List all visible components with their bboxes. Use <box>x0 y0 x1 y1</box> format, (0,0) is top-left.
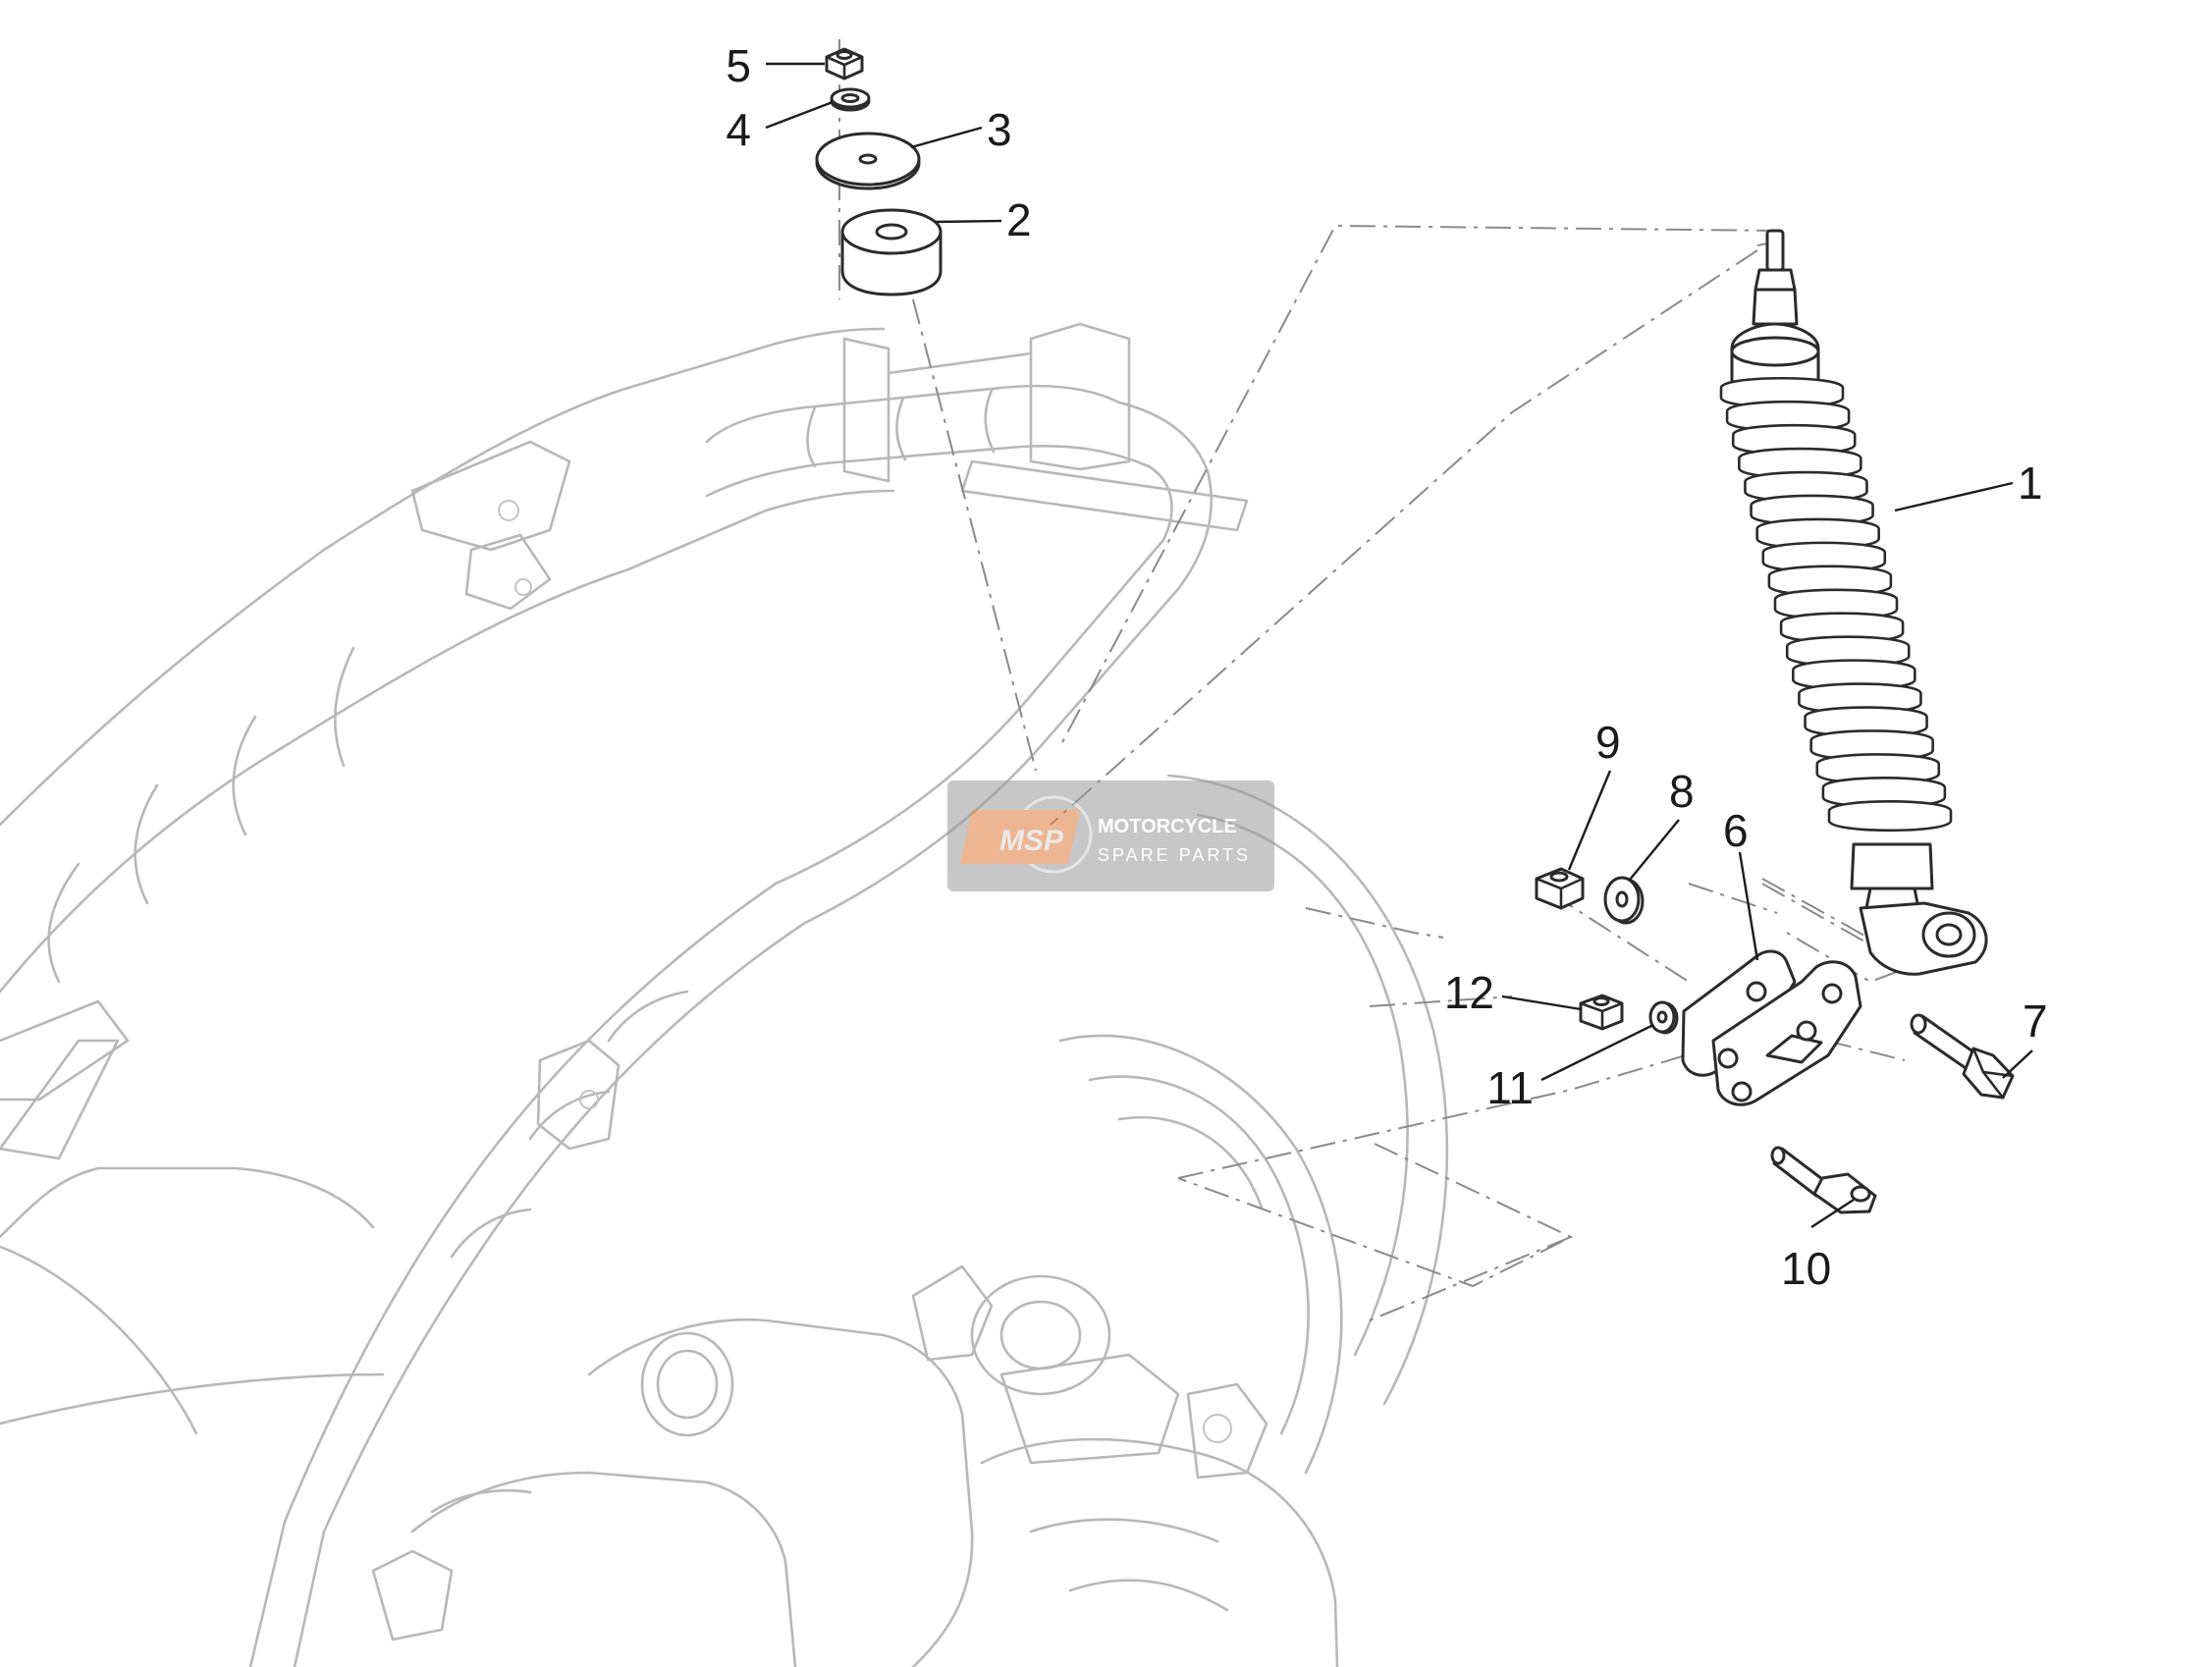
watermark-line2: SPARE PARTS <box>1098 845 1251 865</box>
watermark: MSP MOTORCYCLE SPARE PARTS <box>947 780 1274 891</box>
callout-leader-lines <box>765 62 2033 1229</box>
part-10-bolt <box>1770 1146 1877 1214</box>
callout-3: 3 <box>987 104 1012 155</box>
part-11-washer <box>1648 1000 1679 1035</box>
part-12-nut <box>1579 994 1624 1031</box>
callout-9: 9 <box>1595 717 1621 768</box>
part-1-shock-absorber <box>1719 229 1988 976</box>
callout-7: 7 <box>2023 995 2048 1047</box>
assembly-guide-lines <box>838 39 1920 1321</box>
part-4-washer <box>830 87 871 112</box>
callout-5: 5 <box>726 40 751 91</box>
part-2-rubber-bush <box>840 208 943 296</box>
part-6-bracket <box>1681 949 1862 1106</box>
callout-12: 12 <box>1444 967 1494 1018</box>
watermark-logo-text: MSP <box>999 825 1064 857</box>
callout-4: 4 <box>726 104 751 155</box>
watermark-line1: MOTORCYCLE <box>1098 816 1237 837</box>
callout-1: 1 <box>2018 457 2043 509</box>
callout-11: 11 <box>1486 1062 1534 1113</box>
part-3-plate-washer <box>815 132 921 190</box>
spring-coils <box>1719 377 1953 833</box>
callout-2: 2 <box>1006 194 1032 245</box>
part-5-nut <box>825 47 864 81</box>
part-9-nut <box>1535 867 1585 910</box>
spring-coil <box>1827 800 1953 833</box>
scooter-frame-background <box>0 322 1449 1667</box>
callout-8: 8 <box>1669 766 1695 817</box>
part-8-washer <box>1603 876 1645 925</box>
callout-10: 10 <box>1781 1243 1831 1294</box>
callout-6: 6 <box>1723 805 1749 856</box>
watermark-logo-shape <box>960 810 1080 864</box>
part-7-bolt <box>1910 1013 2015 1100</box>
callout-labels: 5 4 3 2 1 6 7 8 9 10 11 12 <box>726 40 2047 1294</box>
